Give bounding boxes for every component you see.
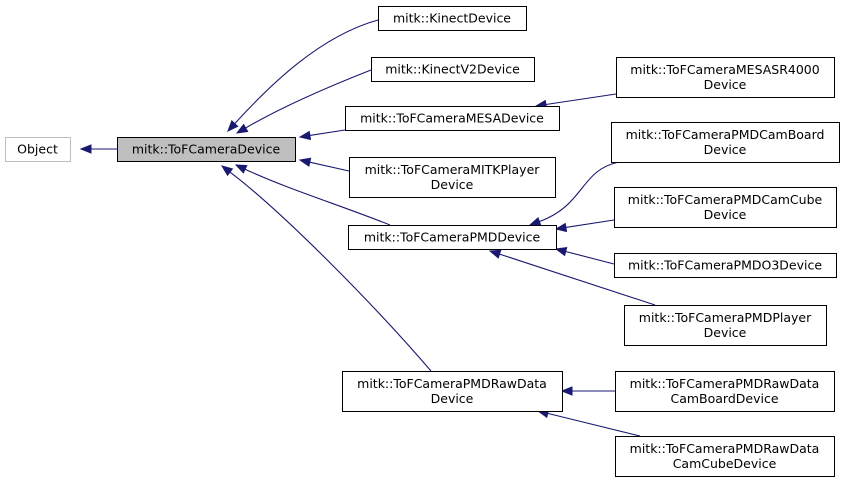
class-node-label: Device (704, 325, 747, 340)
edge-kinect_v2_device-to-tof_camera_device-arrowhead (235, 123, 249, 134)
class-node-box (5, 137, 71, 162)
edge-tof_camera_device-to-object (79, 144, 117, 154)
edge-pmd_cam_board_device-to-pmd_device-line (539, 161, 620, 223)
class-node-object[interactable]: Object (5, 137, 71, 162)
edge-mesa_device-to-tof_camera_device-line (309, 129, 346, 137)
class-node-box (615, 436, 835, 477)
class-node-label: mitk::ToFCameraDevice (132, 142, 281, 157)
edge-pmd_device-to-tof_camera_device (234, 164, 391, 226)
class-node-label: mitk::ToFCameraPMDO3Device (628, 258, 822, 273)
edge-pmd_raw_data_cam_cube_device-to-pmd_raw_data_device-line (547, 412, 641, 437)
edge-kinect_device-to-tof_camera_device-line (234, 19, 379, 124)
edge-pmd_cam_board_device-to-pmd_device-arrowhead (528, 216, 542, 226)
class-node-label: mitk::ToFCameraPMDCamCube (628, 192, 823, 207)
edge-pmd_device-to-tof_camera_device-line (244, 168, 391, 226)
edge-pmd_player_device-to-pmd_device-arrowhead (488, 249, 502, 259)
class-node-label: mitk::ToFCameraPMDRawData (630, 376, 820, 391)
class-node-label: mitk::ToFCameraPMDRawData (357, 376, 547, 391)
class-node-label: mitk::ToFCameraMESADevice (360, 111, 544, 126)
edge-tof_camera_device-to-object-arrowhead (79, 144, 92, 154)
class-node-box (371, 57, 535, 82)
class-node-label: Device (704, 142, 747, 157)
edge-pmd_cam_cube_device-to-pmd_device (554, 219, 615, 233)
edge-pmd_raw_data_device-to-tof_camera_device-line (229, 171, 432, 372)
class-node-mesa-device[interactable]: mitk::ToFCameraMESADevice (345, 106, 560, 131)
class-node-box (614, 253, 837, 278)
class-node-box (342, 371, 563, 412)
class-node-tof-camera-device[interactable]: mitk::ToFCameraDevice (117, 137, 296, 162)
edges-layer (79, 19, 656, 437)
edge-mitk_player_device-to-tof_camera_device-arrowhead (298, 157, 312, 167)
class-node-label: mitk::ToFCameraPMDDevice (364, 230, 541, 245)
class-node-box (117, 137, 296, 162)
edge-pmd_raw_data_cam_cube_device-to-pmd_raw_data_device (536, 408, 641, 437)
class-node-box (611, 122, 840, 163)
edge-pmd_raw_data_cam_board_device-to-pmd_raw_data_device-arrowhead (560, 386, 573, 396)
class-node-box (345, 106, 560, 131)
edge-mesa_sr4000_device-to-mesa_device-line (545, 93, 617, 106)
class-node-kinect-device[interactable]: mitk::KinectDevice (378, 6, 527, 31)
edge-pmd_o3_device-to-pmd_device-arrowhead (554, 247, 568, 257)
edge-pmd_raw_data_cam_board_device-to-pmd_raw_data_device (560, 386, 615, 396)
edge-kinect_device-to-tof_camera_device (227, 19, 379, 132)
class-node-label: mitk::KinectV2Device (385, 62, 520, 77)
edge-pmd_cam_cube_device-to-pmd_device-arrowhead (554, 222, 568, 233)
class-node-box (348, 225, 557, 250)
class-node-box (378, 6, 527, 31)
class-node-pmd-device[interactable]: mitk::ToFCameraPMDDevice (348, 225, 557, 250)
class-node-kinect-v2-device[interactable]: mitk::KinectV2Device (371, 57, 535, 82)
class-node-label: Device (431, 391, 474, 406)
nodes-layer: Object mitk::ToFCameraDevice mitk::KinectD… (5, 6, 840, 477)
class-node-label: Object (17, 142, 58, 157)
edge-kinect_device-to-tof_camera_device-arrowhead (227, 120, 239, 132)
edge-pmd_o3_device-to-pmd_device (554, 247, 615, 265)
edge-mesa_device-to-tof_camera_device-arrowhead (298, 130, 312, 141)
class-node-box (614, 187, 837, 228)
class-node-label: mitk::KinectDevice (393, 11, 511, 26)
class-node-label: Device (704, 77, 747, 92)
edge-pmd_cam_cube_device-to-pmd_device-line (565, 219, 615, 229)
class-node-label: CamCubeDevice (673, 456, 777, 471)
edge-kinect_v2_device-to-tof_camera_device (235, 69, 372, 134)
edge-kinect_v2_device-to-tof_camera_device-line (245, 69, 372, 129)
class-node-label: Device (431, 177, 474, 192)
edge-mitk_player_device-to-tof_camera_device-line (309, 161, 350, 172)
class-node-label: mitk::ToFCameraPMDPlayer (639, 310, 812, 325)
class-node-label: CamBoardDevice (670, 391, 778, 406)
class-node-box (624, 305, 827, 346)
edge-pmd_raw_data_device-to-tof_camera_device (220, 165, 432, 372)
edge-mitk_player_device-to-tof_camera_device (298, 157, 350, 172)
class-node-label: mitk::ToFCameraMITKPlayer (365, 162, 541, 177)
edge-mesa_device-to-tof_camera_device (298, 129, 346, 141)
class-node-box (615, 371, 835, 412)
class-node-pmd-o3-device[interactable]: mitk::ToFCameraPMDO3Device (614, 253, 837, 278)
class-node-box (349, 157, 556, 198)
edge-pmd_o3_device-to-pmd_device-line (565, 250, 615, 265)
edge-pmd_device-to-tof_camera_device-arrowhead (234, 164, 248, 174)
class-node-label: Device (704, 207, 747, 222)
edge-pmd_player_device-to-pmd_device-line (499, 253, 656, 306)
edge-pmd_player_device-to-pmd_device (488, 249, 656, 306)
edge-pmd_raw_data_device-to-tof_camera_device-arrowhead (220, 165, 234, 177)
class-node-label: mitk::ToFCameraPMDCamBoard (626, 127, 825, 142)
class-node-box (616, 57, 835, 98)
class-node-label: mitk::ToFCameraPMDRawData (630, 441, 820, 456)
class-node-label: mitk::ToFCameraMESASR4000 (630, 62, 819, 77)
